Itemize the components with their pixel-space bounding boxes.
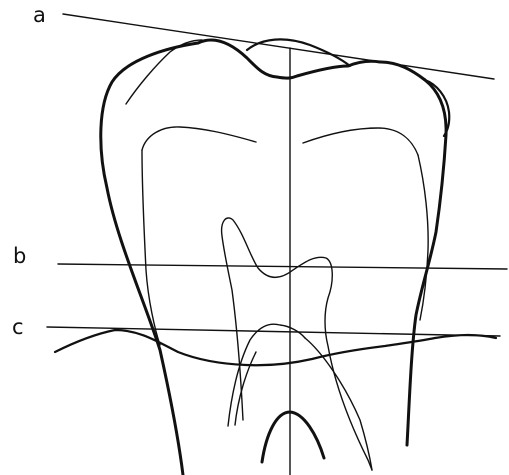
- label-b: b: [13, 244, 26, 268]
- root-tip-arch: [262, 412, 324, 462]
- pulp-chamber: [222, 218, 372, 470]
- root-canal-left-inner: [235, 352, 256, 425]
- label-a: a: [33, 3, 46, 27]
- pulp-horn-left: [142, 127, 256, 150]
- pulp-horn-right: [303, 128, 418, 155]
- inner-contour-left: [142, 150, 160, 345]
- label-c: c: [12, 315, 24, 339]
- reference-line-a: [63, 14, 494, 79]
- crown-outline-right: [407, 80, 446, 445]
- root-canal-left: [228, 324, 305, 426]
- reference-line-c: [47, 327, 500, 336]
- crown-outline-left: [101, 43, 198, 475]
- reference-line-b: [58, 264, 507, 269]
